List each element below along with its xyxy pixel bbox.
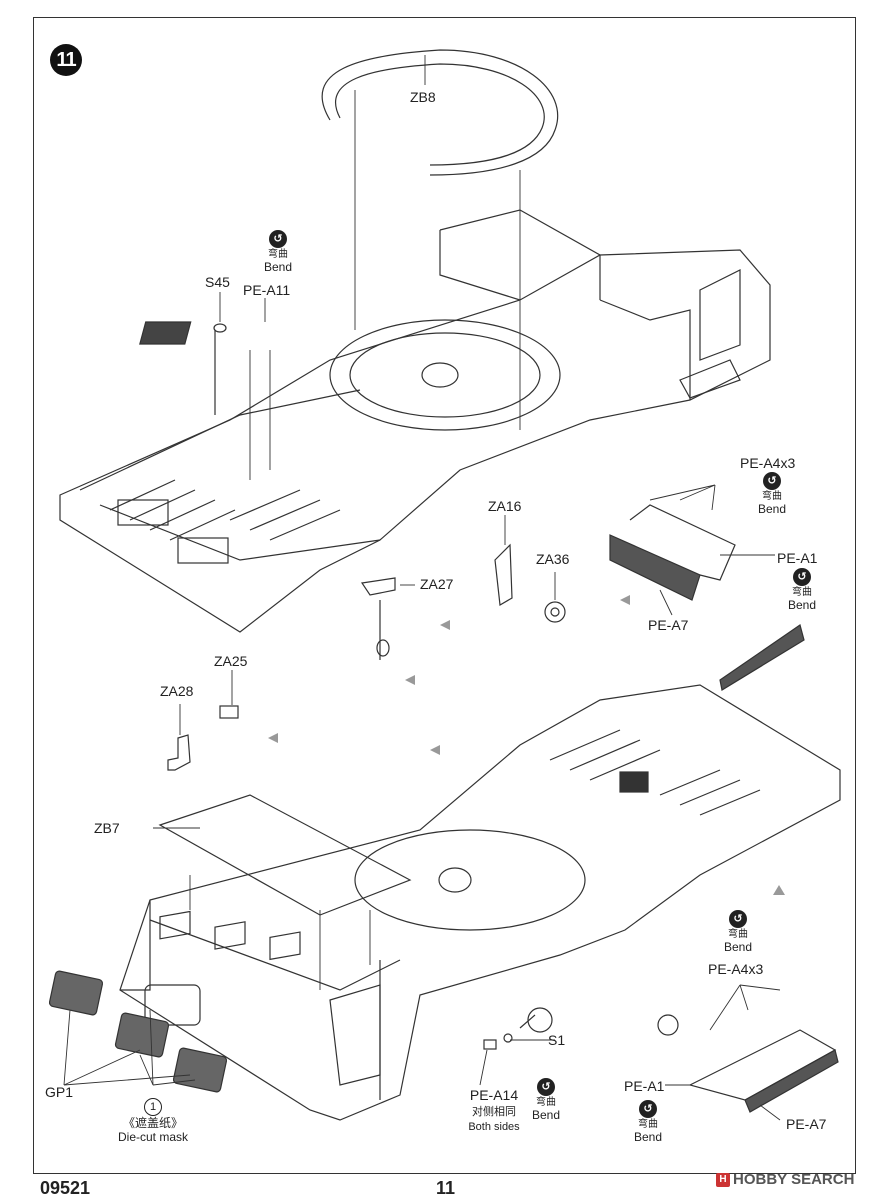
bend-label-en: Bend — [531, 1108, 561, 1122]
label-both-sides-cn: 对侧相同 — [472, 1106, 516, 1118]
label-za28: ZA28 — [160, 683, 194, 699]
label-pe-a11: PE-A11 — [243, 282, 291, 298]
bend-label-en: Bend — [263, 260, 293, 274]
bend-label-en: Bend — [723, 940, 753, 954]
za28-part — [167, 734, 191, 771]
bend-label-cn: 弯曲 — [792, 587, 812, 598]
label-gp1: GP1 — [45, 1084, 74, 1100]
mask-label-cn: 《遮盖纸》 — [122, 1116, 183, 1130]
label-pe-a7-bottom: PE-A7 — [786, 1116, 827, 1132]
label-pe-a1-bottom: PE-A1 — [624, 1078, 665, 1094]
zb7-plate-part — [158, 794, 412, 916]
bend-note-pe-a4-top: ↺ 弯曲 Bend — [752, 472, 792, 516]
bend-icon: ↺ — [537, 1078, 555, 1096]
pe-a14-part — [483, 1039, 497, 1050]
watermark-text: HOBBY SEARCH — [733, 1171, 855, 1188]
bend-label-cn: 弯曲 — [762, 491, 782, 502]
mask-number: 1 — [144, 1098, 162, 1116]
bend-label-en: Bend — [633, 1130, 663, 1144]
pe-a7-top-plate-part — [609, 504, 736, 601]
pe-a11-grille-part — [139, 321, 192, 345]
bend-note-pe-a1-top: ↺ 弯曲 Bend — [782, 568, 822, 612]
bend-label-en: Bend — [787, 598, 817, 612]
label-pe-a7-top: PE-A7 — [648, 617, 689, 633]
label-s45: S45 — [205, 274, 230, 290]
arrow-left-2 — [440, 620, 450, 630]
label-za25: ZA25 — [214, 653, 248, 669]
label-za36: ZA36 — [536, 551, 570, 567]
za16-part — [494, 543, 513, 606]
kit-code: 09521 — [40, 1178, 91, 1198]
za36-wheel-part — [544, 601, 566, 623]
bend-icon: ↺ — [763, 472, 781, 490]
zb8-ring-part — [321, 49, 559, 176]
arrow-up-1 — [773, 885, 785, 895]
bend-note-pe-a1-bottom: ↺ 弯曲 Bend — [626, 1100, 670, 1144]
label-pe-a1-top: PE-A1 — [777, 550, 818, 566]
arrow-left-1 — [620, 595, 630, 605]
za25-part — [219, 705, 239, 719]
lower-hull-part — [119, 684, 841, 1121]
label-zb8: ZB8 — [410, 89, 436, 105]
za27-part — [360, 577, 396, 660]
label-pe-a4x3-top: PE-A4x3 — [740, 455, 796, 471]
label-za16: ZA16 — [488, 498, 522, 514]
arrow-left-4 — [268, 733, 278, 743]
label-zb7: ZB7 — [94, 820, 120, 836]
bend-label-cn: 弯曲 — [728, 929, 748, 940]
die-cut-mask-note: 1 《遮盖纸》 Die-cut mask — [108, 1098, 198, 1144]
label-za27: ZA27 — [420, 576, 454, 592]
arrow-left-3 — [405, 675, 415, 685]
bend-icon: ↺ — [639, 1100, 657, 1118]
page-frame — [33, 17, 856, 1174]
label-pe-a14: PE-A14 — [469, 1087, 519, 1103]
arrow-left-5 — [430, 745, 440, 755]
label-pe-a14-group: PE-A14 对侧相同 Both sides — [462, 1087, 526, 1134]
bend-label-en: Bend — [757, 502, 787, 516]
s1-part — [503, 1033, 513, 1043]
bend-icon: ↺ — [269, 230, 287, 248]
upper-hull-part — [59, 209, 771, 633]
bend-note-pe-a11: ↺ 弯曲 Bend — [256, 230, 300, 274]
page-number: 11 — [436, 1178, 456, 1198]
bend-label-cn: 弯曲 — [536, 1097, 556, 1108]
bend-icon: ↺ — [793, 568, 811, 586]
bend-label-cn: 弯曲 — [638, 1119, 658, 1130]
bend-note-pe-a14: ↺ 弯曲 Bend — [526, 1078, 566, 1122]
bend-label-cn: 弯曲 — [268, 249, 288, 260]
hobby-search-logo-icon: H — [716, 1173, 730, 1188]
mask-label-en: Die-cut mask — [117, 1130, 188, 1144]
gp1-glass-parts — [48, 970, 228, 1093]
step-number-badge: 11 — [50, 44, 82, 76]
bend-note-pe-a4-bottom: ↺ 弯曲 Bend — [716, 910, 760, 954]
label-pe-a4x3-bottom: PE-A4x3 — [708, 961, 764, 977]
bend-icon: ↺ — [729, 910, 747, 928]
label-s1: S1 — [548, 1032, 566, 1048]
label-both-sides-en: Both sides — [468, 1121, 520, 1133]
pe-a7-bottom-plate-part — [744, 1049, 839, 1113]
